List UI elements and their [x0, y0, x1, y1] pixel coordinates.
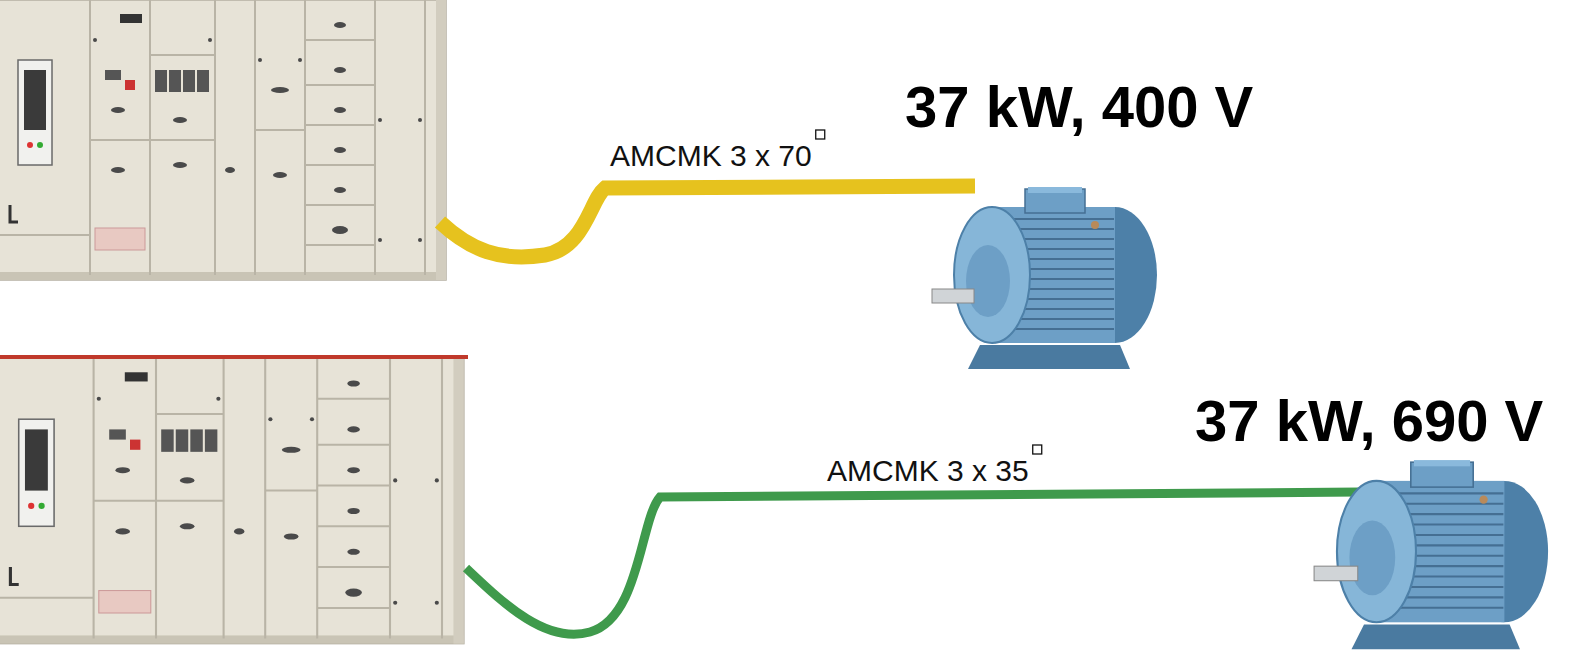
motor-rating: 37 kW, 690 V	[1195, 392, 1543, 450]
cable-type: AMCMK 3 x 35	[827, 456, 1029, 486]
cable	[466, 492, 1360, 634]
switchboard	[0, 358, 464, 644]
cable	[440, 186, 975, 257]
cable-type: AMCMK 3 x 70	[610, 141, 812, 171]
motor	[932, 187, 1157, 369]
unit-squares	[816, 130, 1042, 454]
motor-rating: 37 kW, 400 V	[905, 78, 1253, 136]
unit-square	[1033, 445, 1042, 454]
switchboard	[0, 0, 446, 280]
unit-square	[816, 130, 825, 139]
motor	[1314, 460, 1548, 649]
switchboard-top-strip	[0, 355, 468, 359]
